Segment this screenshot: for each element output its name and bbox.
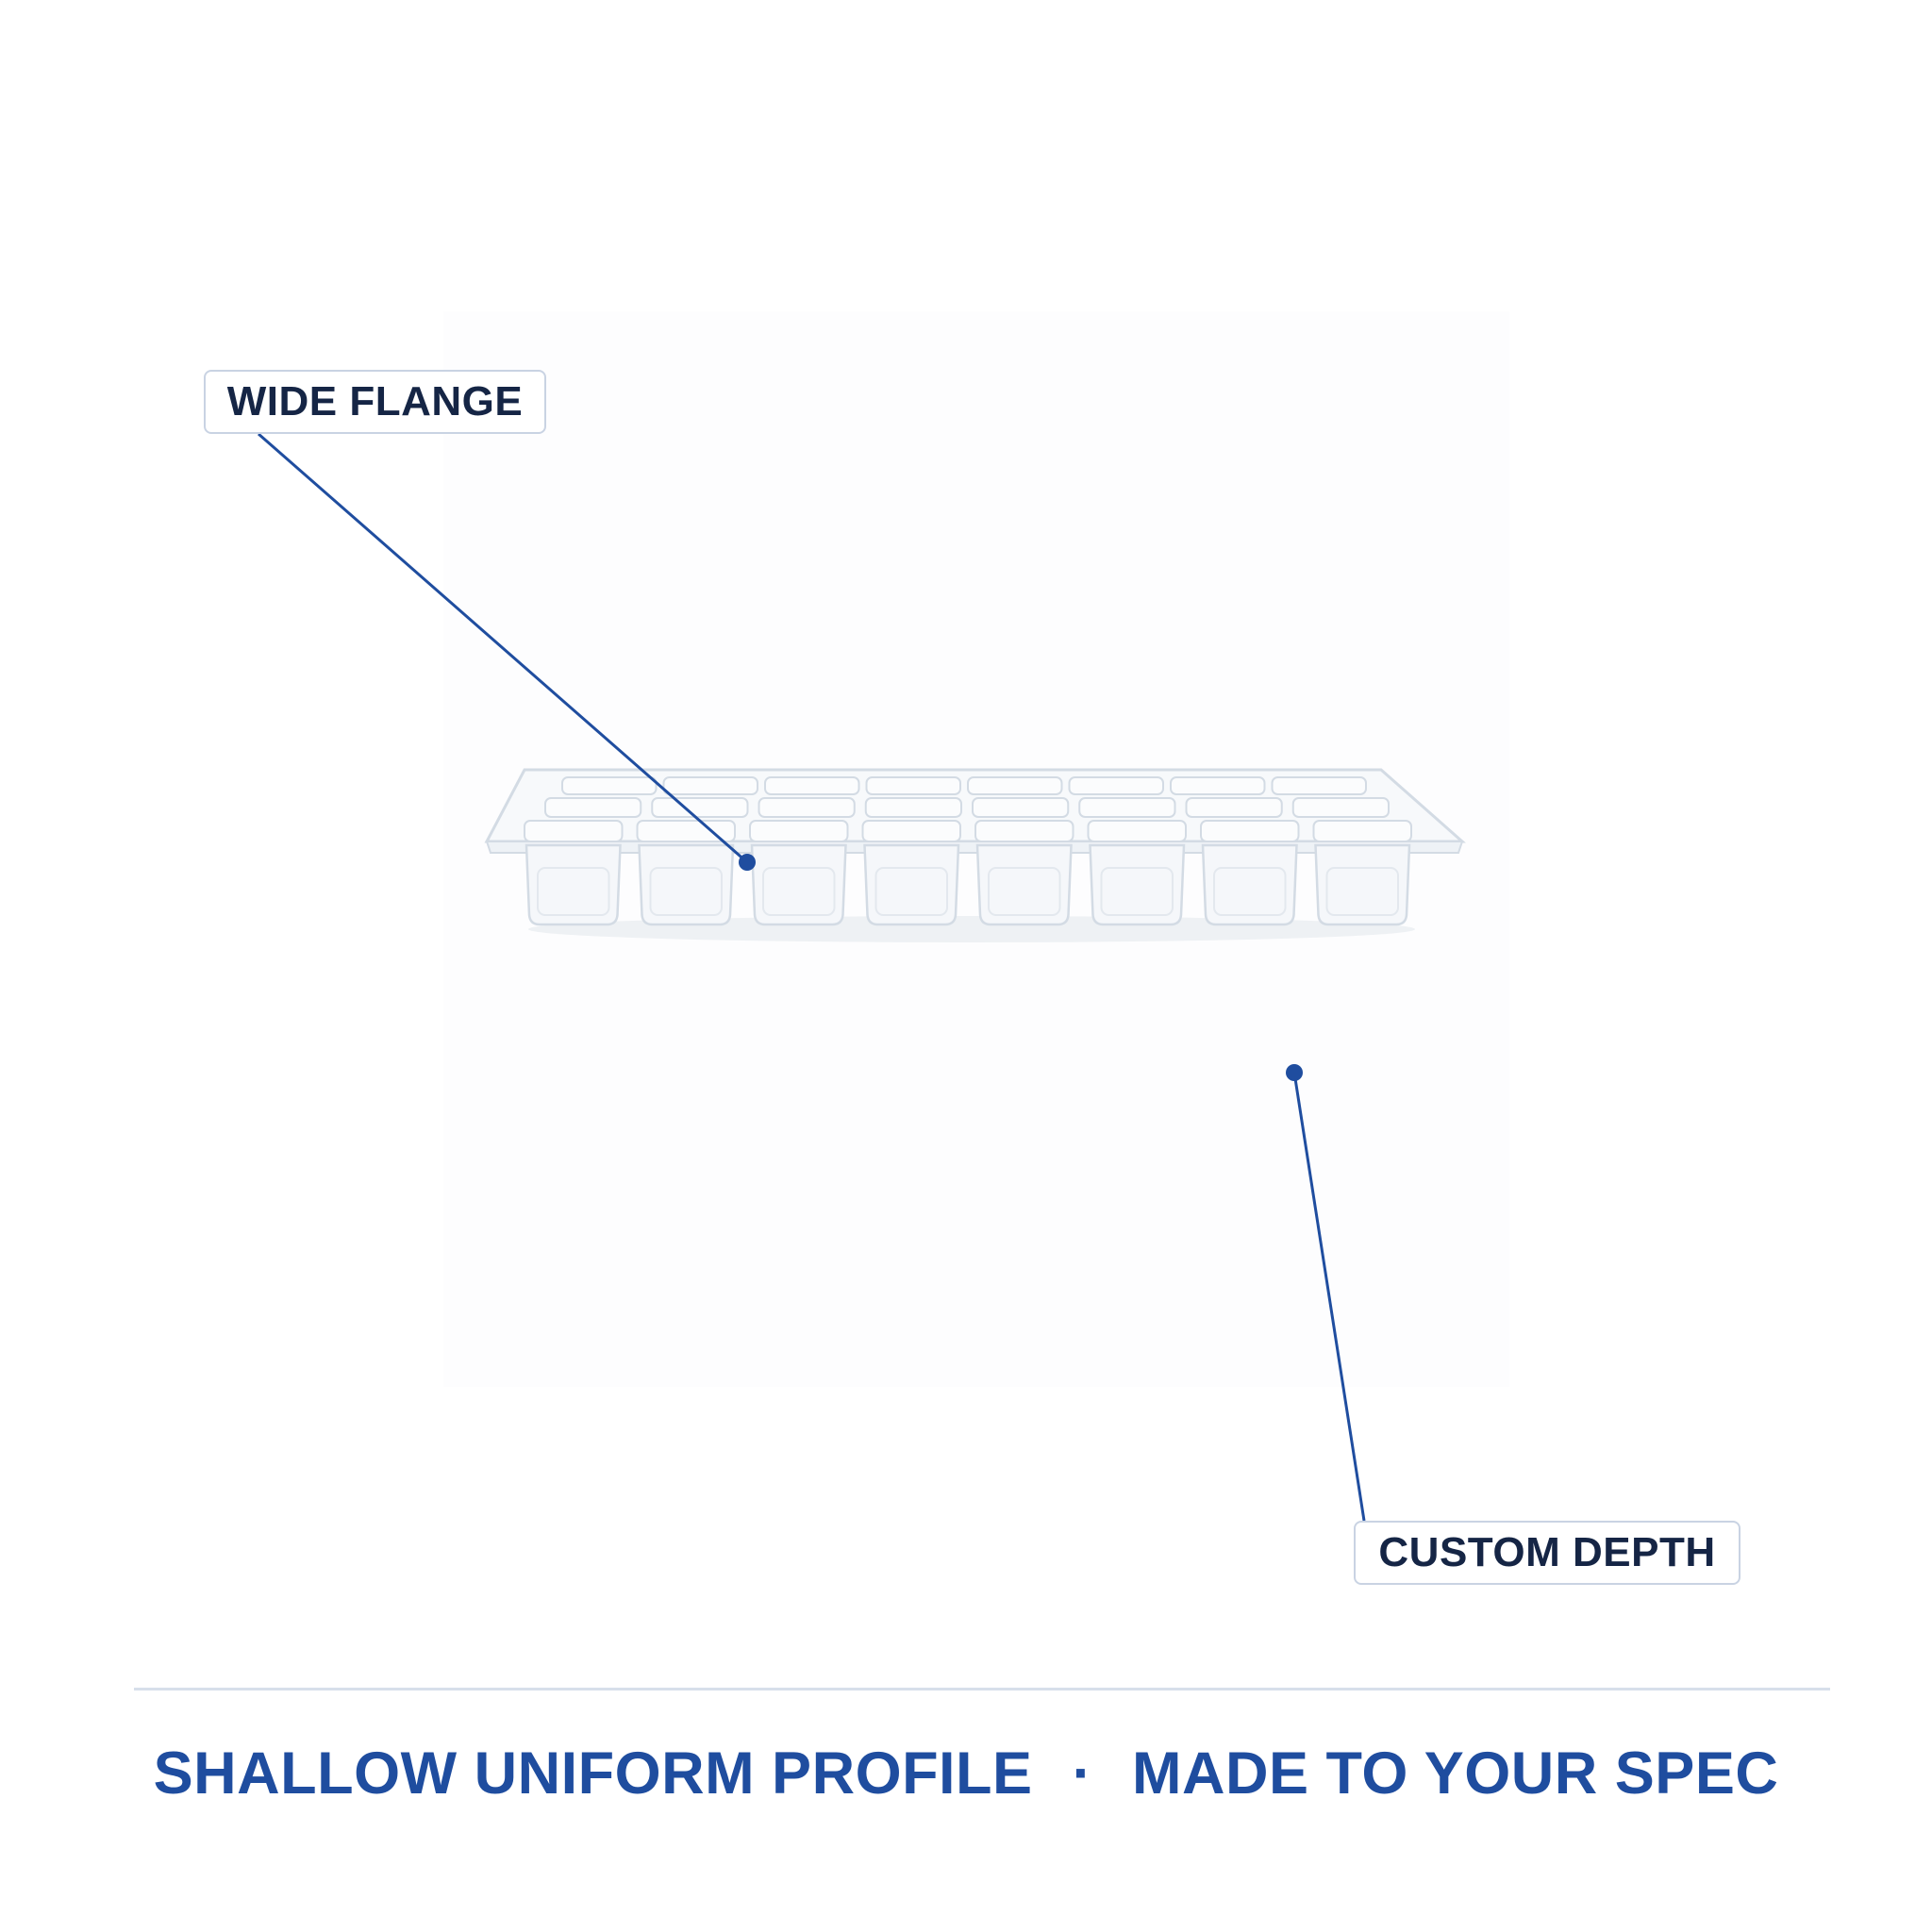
cavity-opening [864, 797, 962, 818]
cavity-pocket [525, 843, 622, 926]
tray-cavities [524, 776, 1412, 926]
cavity-inner-wall [874, 867, 948, 916]
cavity-opening [967, 776, 1063, 795]
cavity-opening [1185, 797, 1283, 818]
cavity-inner-wall [1213, 867, 1287, 916]
cavity-inner-wall [1100, 867, 1174, 916]
cavity-opening [1078, 797, 1176, 818]
cavity-opening [749, 820, 849, 842]
tray-shadow [528, 916, 1415, 942]
cavity-inner-wall [762, 867, 836, 916]
cavity-inner-wall [649, 867, 723, 916]
cavity-opening [1200, 820, 1300, 842]
depth-leader-line [1292, 1072, 1366, 1522]
cavity-inner-wall [988, 867, 1061, 916]
cavity-pocket [975, 843, 1073, 926]
cavity-opening [524, 820, 624, 842]
cavity-opening [1312, 820, 1412, 842]
cavity-opening [758, 797, 856, 818]
cavity-opening [561, 776, 658, 795]
cavity-opening [1068, 776, 1164, 795]
cavity-pocket [1089, 843, 1186, 926]
cavity-pocket [1314, 843, 1411, 926]
cavity-opening [1271, 776, 1367, 795]
tagline: SHALLOW UNIFORM PROFILE · MADE TO YOUR S… [0, 1736, 1932, 1811]
cavity-opening [544, 797, 642, 818]
custom-depth-callout-label: CUSTOM DEPTH [1354, 1521, 1740, 1585]
cavity-pocket [1201, 843, 1298, 926]
flange-leader-line [258, 432, 748, 864]
cavity-opening [1291, 797, 1390, 818]
cavity-opening [865, 776, 961, 795]
cavity-pocket [750, 843, 847, 926]
cavity-opening [1087, 820, 1187, 842]
cavity-pocket [638, 843, 735, 926]
cavity-opening [662, 776, 758, 795]
footer-divider [134, 1688, 1830, 1690]
clear-tray [484, 768, 1466, 926]
cavity-opening [651, 797, 749, 818]
cavity-inner-wall [537, 867, 610, 916]
cavity-opening [1170, 776, 1266, 795]
flange-anchor-dot [739, 854, 756, 871]
cavity-opening [972, 797, 1070, 818]
wide-flange-callout-label: WIDE FLANGE [204, 370, 546, 434]
cavity-opening [636, 820, 736, 842]
cavity-inner-wall [1325, 867, 1399, 916]
cavity-pocket [863, 843, 960, 926]
cavity-opening [974, 820, 1074, 842]
tagline-left: SHALLOW UNIFORM PROFILE [153, 1740, 1033, 1807]
tagline-right: MADE TO YOUR SPEC [1132, 1740, 1779, 1807]
tagline-separator: · [1072, 1740, 1093, 1807]
depth-anchor-dot [1286, 1064, 1303, 1081]
cavity-opening [861, 820, 961, 842]
cavity-opening [764, 776, 860, 795]
